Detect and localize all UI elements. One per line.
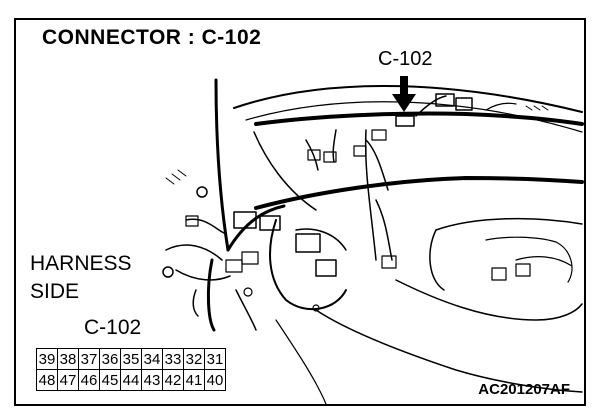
pin-cell: 31 (204, 348, 226, 370)
pin-cell: 44 (120, 369, 142, 391)
harness-side-label-line1: HARNESS (30, 252, 132, 275)
pin-cell: 34 (141, 348, 163, 370)
pin-cell: 43 (141, 369, 163, 391)
pin-cell: 41 (183, 369, 205, 391)
pin-cell: 37 (78, 348, 100, 370)
pin-cell: 48 (36, 369, 58, 391)
pin-cell: 45 (99, 369, 121, 391)
vertical-harness (214, 78, 230, 252)
pin-cell: 40 (204, 369, 226, 391)
pin-cell: 35 (120, 348, 142, 370)
pin-cell: 42 (162, 369, 184, 391)
pin-cell: 47 (57, 369, 79, 391)
arrow-down-icon (392, 76, 416, 112)
dashboard-top-edge (233, 85, 583, 113)
dashboard-wiring-illustration (162, 76, 584, 404)
pin-cell: 33 (162, 348, 184, 370)
diagram-frame: CONNECTOR : C-102 C-102 HARNESS SIDE C-1… (14, 18, 586, 406)
c102-connector (395, 115, 415, 127)
figure-code: AC201207AF (478, 381, 570, 398)
pin-cell: 32 (183, 348, 205, 370)
dashboard-lower-edge (395, 279, 583, 321)
pin-cell: 36 (99, 348, 121, 370)
diagram-title: CONNECTOR : C-102 (42, 26, 262, 49)
pin-cell: 38 (57, 348, 79, 370)
lower-harness (254, 176, 584, 210)
pin-cell: 46 (78, 369, 100, 391)
connector-pinout-table: 39 38 37 36 35 34 33 32 31 48 47 46 45 4… (36, 348, 226, 391)
main-harness (254, 111, 584, 126)
connector-callout-label: C-102 (378, 48, 433, 70)
pinout-title: C-102 (84, 316, 142, 339)
pinout-row-top: 39 38 37 36 35 34 33 32 31 (36, 348, 226, 370)
harness-side-label-line2: SIDE (30, 280, 80, 303)
harness-side-label: HARNESS SIDE (30, 250, 132, 306)
pinout-row-bottom: 48 47 46 45 44 43 42 41 40 (36, 369, 226, 391)
pin-cell: 39 (36, 348, 58, 370)
